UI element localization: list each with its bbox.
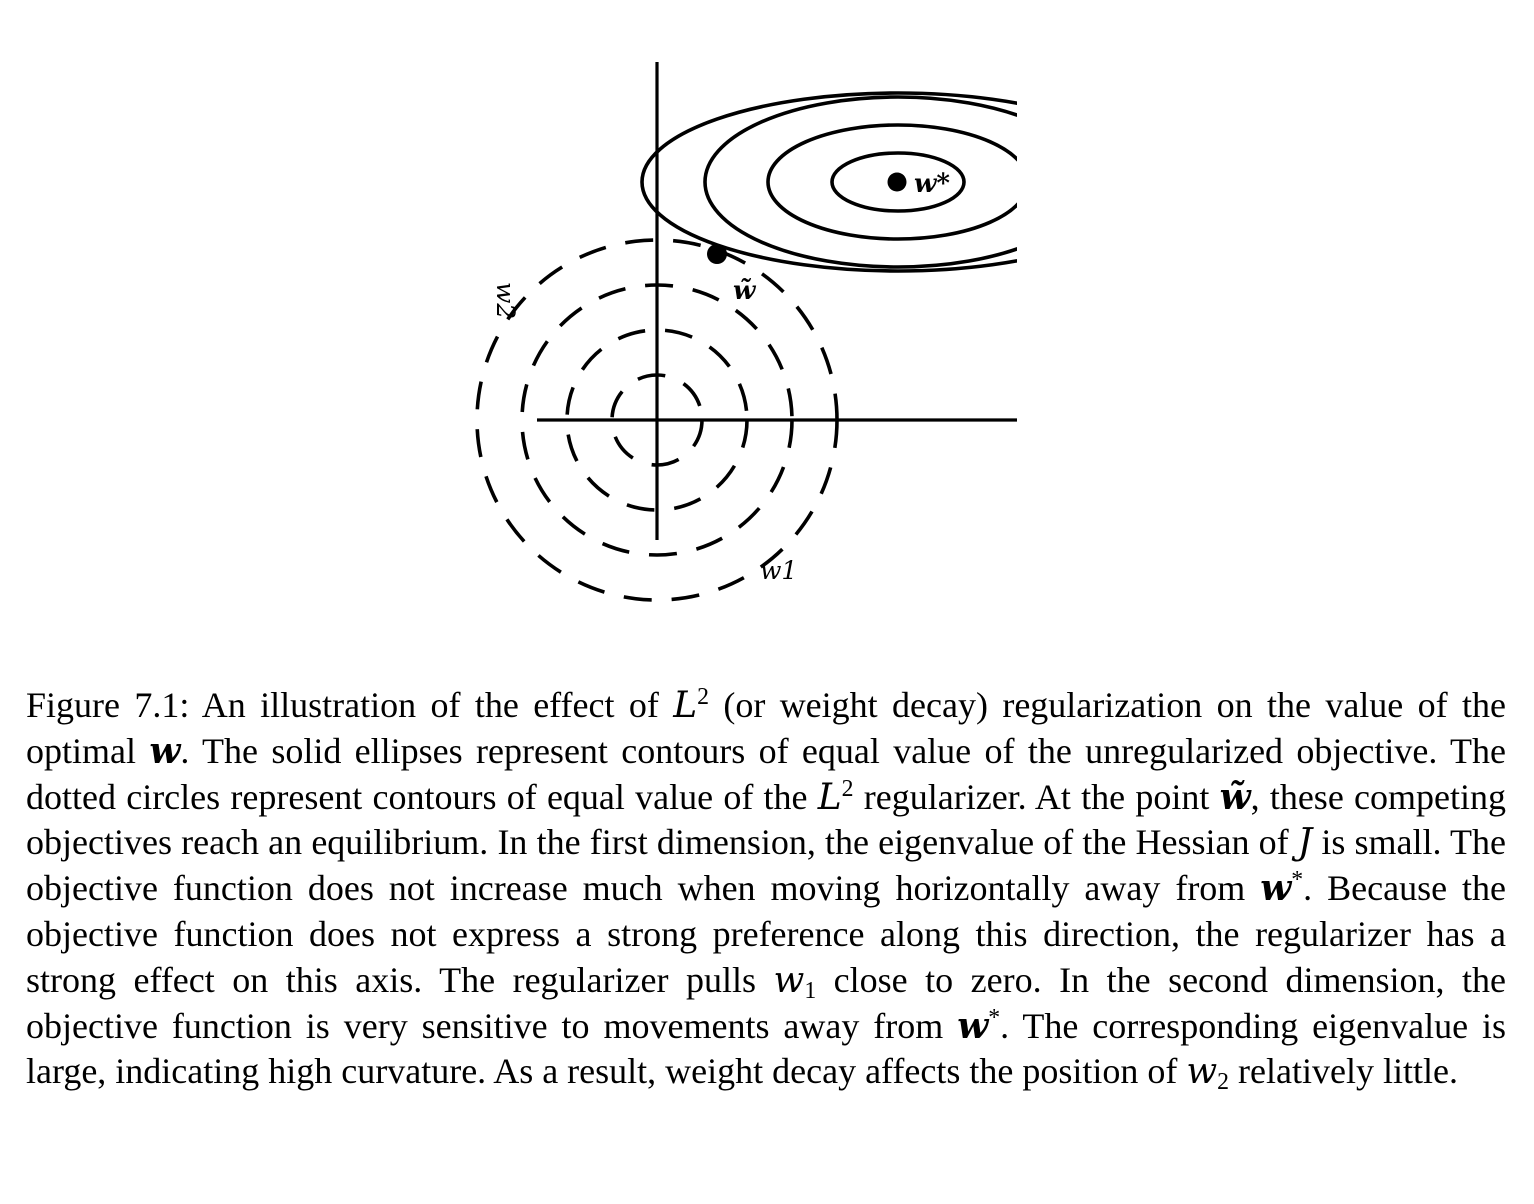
caption-w1-symbol: w	[773, 959, 805, 1001]
caption-part-7: close to zero. In the second dimension, …	[26, 959, 1507, 1046]
caption-superscript-2: 2	[841, 775, 854, 802]
caption-part-5: is small. The objective function does no…	[26, 822, 1506, 909]
objective-ellipse-inner	[830, 151, 966, 213]
caption-star: *	[1291, 867, 1304, 894]
caption-w-symbol: w	[149, 729, 181, 772]
w-star-label: w*	[914, 169, 950, 199]
caption-j-symbol: J	[1297, 822, 1313, 864]
w-star-point	[887, 172, 907, 192]
caption-part-3: regularizer. At the point	[853, 776, 1220, 817]
caption-w-star-symbol-2: w	[957, 1004, 989, 1047]
caption-l-symbol: L	[673, 685, 698, 726]
caption-l-symbol-2: L	[817, 776, 842, 818]
objective-contours	[640, 91, 1017, 273]
figure-caption: Figure 7.1: An illustration of the effec…	[26, 683, 1506, 1095]
caption-w-star-symbol: w	[1260, 867, 1292, 910]
objective-ellipse-3	[703, 95, 1017, 269]
objective-ellipse-outer	[640, 91, 1017, 273]
caption-w-tilde-symbol: w̃	[1219, 775, 1251, 818]
objective-ellipse-2	[766, 123, 1017, 241]
w-tilde-label: w̃	[733, 276, 757, 306]
caption-star-2: *	[988, 1004, 1001, 1031]
w-tilde-point	[707, 244, 727, 264]
figure-7-1: w* w̃ w1 w2	[475, 62, 1017, 602]
caption-superscript: 2	[697, 683, 709, 710]
x-axis-label: w1	[760, 556, 797, 585]
caption-part-2: . The solid ellipses represent contours …	[26, 730, 1506, 817]
caption-subscript-1: 1	[804, 977, 817, 1004]
caption-part-8: . The corresponding eigenvalue is large,…	[26, 1005, 1506, 1092]
caption-part-4: , these competing objectives reach an eq…	[26, 776, 1506, 863]
caption-part-1: (or weight decay) regularization on the …	[26, 685, 1506, 771]
caption-subscript-2: 2	[1217, 1069, 1230, 1096]
caption-part-6: . Because the objective function does no…	[26, 868, 1507, 1000]
figure-plot: w* w̃ w1 w2	[475, 62, 1017, 602]
caption-w2-symbol: w	[1186, 1051, 1218, 1093]
caption-part-9: relatively little.	[1229, 1051, 1458, 1092]
caption-prefix: Figure 7.1: An illustration of the effec…	[26, 685, 674, 725]
axes	[537, 62, 1017, 540]
y-axis-label: w2	[491, 282, 520, 319]
